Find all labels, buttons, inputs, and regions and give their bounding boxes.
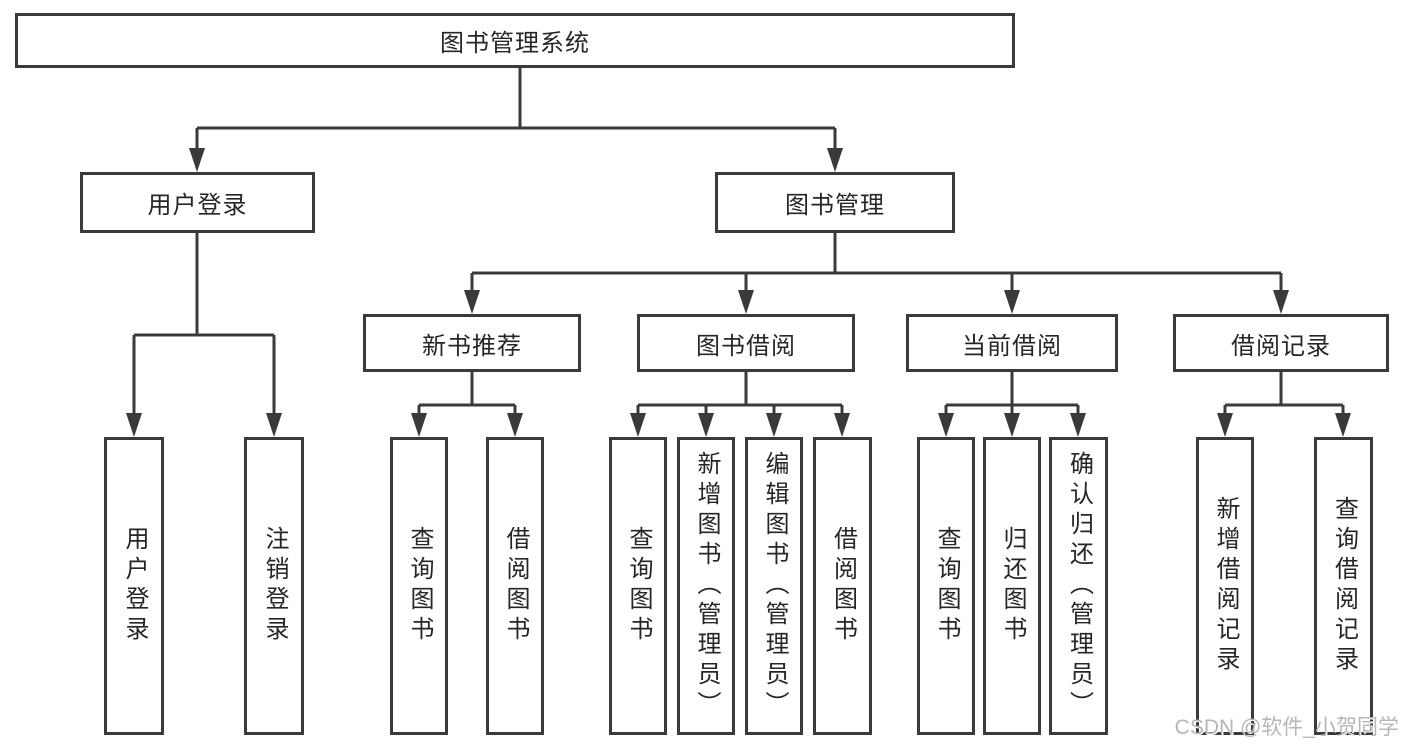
node-leaf-query-books-recommend: 查询图书 [390,437,448,735]
node-label: 图书借阅 [696,332,796,360]
node-label: 新增借阅记录 [1212,496,1239,676]
node-user-login: 用户登录 [80,172,315,233]
node-current-borrowing: 当前借阅 [906,314,1118,372]
node-label: 借阅记录 [1231,332,1331,360]
node-label: 用户登录 [121,526,148,646]
node-borrowing-records: 借阅记录 [1173,314,1389,372]
node-label: 新增图书（管理员） [693,451,720,721]
node-label: 图书管理系统 [440,30,590,57]
node-leaf-logout: 注销登录 [244,437,304,735]
node-leaf-borrow-books-recommend: 借阅图书 [486,437,544,735]
node-leaf-return-books: 归还图书 [983,437,1041,735]
node-book-management: 图书管理 [715,172,955,233]
node-leaf-borrow-books: 借阅图书 [813,437,872,735]
node-label: 借阅图书 [502,526,529,646]
node-label: 查询图书 [625,526,652,646]
node-label: 借阅图书 [829,526,857,646]
node-new-book-recommend: 新书推荐 [363,314,581,372]
node-leaf-confirm-return-admin: 确认归还（管理员） [1049,437,1108,735]
node-label: 查询借阅记录 [1330,496,1358,676]
node-label: 新书推荐 [422,332,522,360]
node-library-system: 图书管理系统 [15,13,1015,68]
node-leaf-user-login: 用户登录 [104,437,164,735]
node-label: 编辑图书（管理员） [761,451,788,721]
node-label: 确认归还（管理员） [1065,451,1093,721]
node-leaf-query-borrow-record: 查询借阅记录 [1314,437,1373,735]
node-label: 查询图书 [933,526,960,646]
node-label: 查询图书 [406,526,433,646]
node-label: 图书管理 [785,192,885,219]
csdn-watermark: CSDN @软件_小贺同学 [1174,716,1399,739]
node-leaf-query-books-borrowing: 查询图书 [609,437,667,735]
node-leaf-add-borrow-record: 新增借阅记录 [1196,437,1254,735]
node-label: 归还图书 [999,526,1026,646]
node-label: 注销登录 [261,526,288,646]
node-label: 当前借阅 [962,332,1062,360]
node-leaf-edit-books-admin: 编辑图书（管理员） [745,437,803,735]
node-leaf-query-books-current: 查询图书 [917,437,975,735]
node-book-borrowing: 图书借阅 [637,314,855,372]
node-label: 用户登录 [147,192,248,219]
node-leaf-add-books-admin: 新增图书（管理员） [677,437,735,735]
